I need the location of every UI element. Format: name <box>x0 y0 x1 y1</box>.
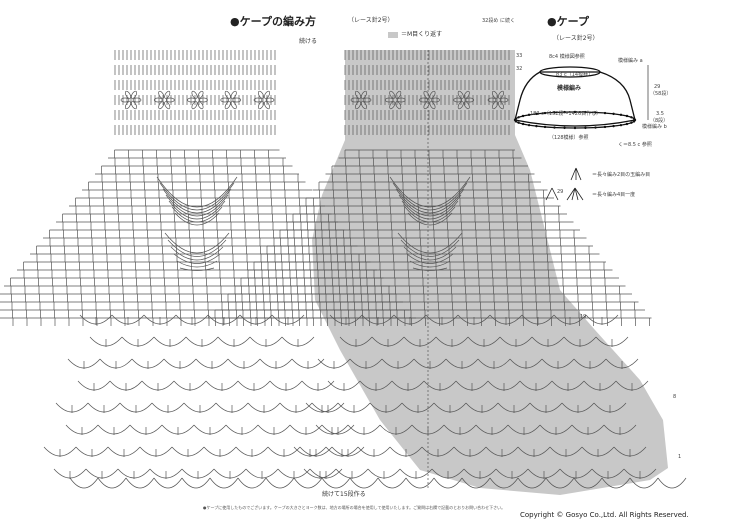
chart-title-note: （レース針2号） <box>348 17 394 24</box>
legend-shade-swatch <box>388 32 398 38</box>
cape-bottom-label-1: 183 c（152段〜1426目作る） <box>530 111 602 117</box>
cape-top-label-2: 83 c（14模様） <box>556 72 594 78</box>
cape-bottom-label-2: （128模様）参照 <box>549 135 589 141</box>
cape-body-a: 模様編み a <box>618 58 643 64</box>
row-number-32: 32 <box>516 66 523 72</box>
continue-right-label: 32段め に続く <box>482 18 515 24</box>
chart-title: ●ケープの編み方 <box>230 15 316 28</box>
row-number-8: 8 <box>673 394 677 400</box>
row-number-19: 19 <box>580 314 587 320</box>
row-number-1: 1 <box>678 454 682 460</box>
bottom-label: 続けて15段作る <box>322 491 366 498</box>
continue-left-label: 続ける <box>299 38 318 45</box>
cape-schematic <box>513 65 649 201</box>
copyright: Copyright © Gosyo Co.,Ltd. All Rights Re… <box>520 511 689 519</box>
row-number-29: 29 <box>557 189 564 195</box>
cape-height-1: 29 <box>654 84 661 90</box>
footnote: ●ケープに使用したものでございます。ケープの大きさとヨーク数は、地方の場所の場合… <box>203 505 506 510</box>
cape-height-4: （8段） <box>650 118 669 124</box>
cape-center-label: 模様編み <box>557 85 582 92</box>
cape-title: ●ケープ <box>547 15 589 28</box>
stitch-symbols <box>0 50 687 490</box>
shaded-repeat-area <box>312 50 668 495</box>
cape-top-label-1: 8c4 模様図参照 <box>549 54 585 60</box>
cape-foot-label: く＝8.5 c 参照 <box>618 142 652 148</box>
row-number-33: 33 <box>516 53 523 59</box>
cape-note: （レース針2号） <box>553 35 599 42</box>
key-stitch-1: ＝長々編み2目の玉編み目 <box>592 172 651 178</box>
cape-body-b: 模様編み b <box>642 124 667 130</box>
key-stitch-2: ＝長々編み4目一度 <box>592 192 636 198</box>
legend-shade-label: ＝M目くり返す <box>401 31 443 38</box>
cape-height-3: 3.5 <box>656 111 664 117</box>
cape-height-2: （58段） <box>650 91 672 97</box>
